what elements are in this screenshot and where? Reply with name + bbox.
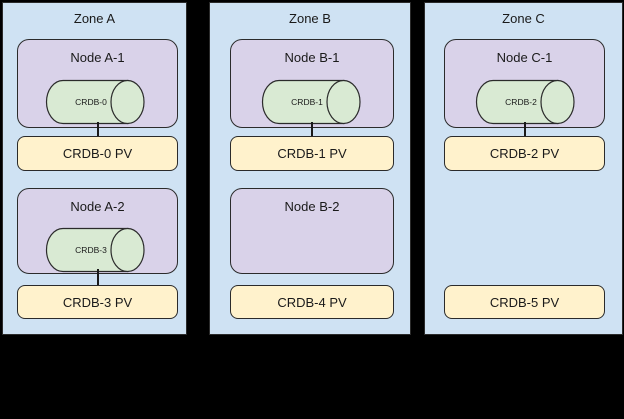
crdb-3-cylinder-icon: CRDB-3 <box>45 227 145 273</box>
node-c1-title: Node C-1 <box>496 50 553 65</box>
crdb-5-pv-label: CRDB-5 PV <box>489 294 560 310</box>
crdb-1-pv: CRDB-1 PV <box>230 136 394 171</box>
crdb-1-pv-label: CRDB-1 PV <box>277 146 347 161</box>
node-a2-title: Node A-2 <box>70 199 125 214</box>
crdb-2-pv: CRDB-2 PV <box>444 136 605 171</box>
connector-crdb3-pv <box>97 269 99 285</box>
node-a1-title: Node A-1 <box>70 50 125 65</box>
zone-a: Zone A Node A-1 CRDB-0 CRDB-0 PV Node A-… <box>2 2 187 335</box>
node-a2: Node A-2 CRDB-3 <box>17 188 178 274</box>
zone-b-title: Zone B <box>289 11 331 26</box>
node-b2: Node B-2 <box>230 188 394 274</box>
crdb-3-pv-label: CRDB-3 PV <box>62 294 133 310</box>
connector-crdb0-pv <box>97 122 99 137</box>
crdb-3-pv: CRDB-3 PV <box>17 285 178 319</box>
connector-crdb1-pv <box>311 122 313 137</box>
crdb-2-pv-label: CRDB-2 PV <box>489 146 560 161</box>
crdb-3-label: CRDB-3 <box>75 245 107 255</box>
zone-a-title: Zone A <box>73 11 116 26</box>
crdb-1-label: CRDB-1 <box>291 97 323 107</box>
crdb-0-pv: CRDB-0 PV <box>17 136 178 171</box>
crdb-4-pv: CRDB-4 PV <box>230 285 394 319</box>
crdb-0-cylinder-icon: CRDB-0 <box>45 79 145 125</box>
node-b2-title: Node B-2 <box>284 199 340 214</box>
node-b1-title: Node B-1 <box>284 50 340 65</box>
node-a1: Node A-1 CRDB-0 <box>17 39 178 128</box>
connector-crdb2-pv <box>524 122 526 137</box>
crdb-0-label: CRDB-0 <box>75 97 107 107</box>
zone-c-title: Zone C <box>502 11 545 26</box>
zone-c: Zone C Node C-1 CRDB-2 CRDB-2 PV CRDB-5 … <box>424 2 623 335</box>
node-c1: Node C-1 CRDB-2 <box>444 39 605 128</box>
crdb-5-pv: CRDB-5 PV <box>444 285 605 319</box>
crdb-1-cylinder-icon: CRDB-1 <box>261 79 361 125</box>
zone-b: Zone B Node B-1 CRDB-1 CRDB-1 PV Node B-… <box>209 2 411 335</box>
crdb-4-pv-label: CRDB-4 PV <box>277 294 347 310</box>
crdb-0-pv-label: CRDB-0 PV <box>62 146 133 161</box>
crdb-2-label: CRDB-2 <box>505 97 537 107</box>
node-b1: Node B-1 CRDB-1 <box>230 39 394 128</box>
crdb-2-cylinder-icon: CRDB-2 <box>475 79 575 125</box>
